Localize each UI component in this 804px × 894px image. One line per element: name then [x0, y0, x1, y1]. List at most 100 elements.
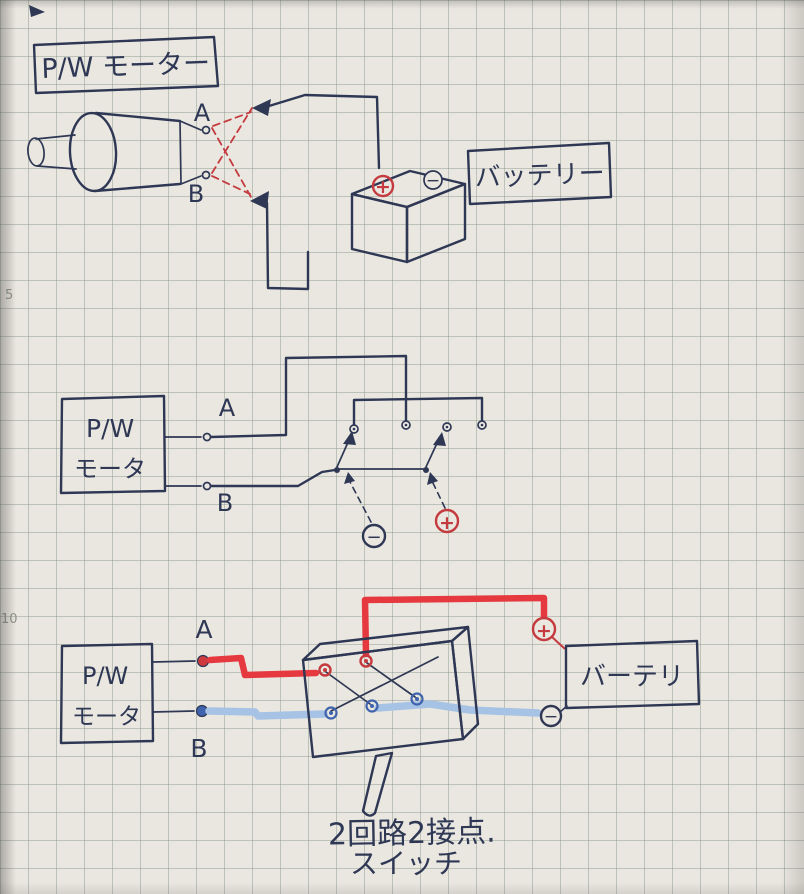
motor-label-line1: P/W [82, 662, 128, 690]
switch-terminal-red-1 [318, 663, 332, 677]
minus-terminal-circle [423, 170, 443, 190]
dashed-arrowhead-2 [427, 472, 438, 485]
battery-plus-symbol: + [531, 616, 566, 650]
plus-sign: + [536, 620, 552, 642]
battery-label: バーテリ [580, 662, 684, 692]
thick-blue-wire-to-battery [374, 700, 542, 717]
diagram-middle: P/W モータ A B [59, 354, 487, 549]
minus-sign: − [544, 707, 558, 727]
motor-shaft-bottom [36, 165, 77, 170]
minus-sign: − [366, 527, 381, 548]
motor-shaft-top [35, 134, 76, 140]
thick-red-wire-a [206, 654, 320, 679]
terminal-a-label: A [194, 99, 211, 127]
switch-terminal-red-2 [359, 654, 373, 668]
wiper-1-arm [336, 439, 350, 468]
battery-label: バッテリー [474, 159, 605, 194]
diagram-bottom: P/W モータ A B [59, 594, 701, 880]
battery-label-box [466, 141, 613, 206]
plus-symbol: + [434, 508, 460, 534]
diagram-top: P/W モーター A B [27, 35, 613, 291]
switch-terminal-blue-2-dot [370, 704, 374, 708]
switch-terminal-blue-3 [410, 692, 424, 706]
motor-cylinder-drawing [27, 111, 211, 193]
plus-link [551, 636, 566, 650]
plus-circle [434, 508, 460, 534]
thick-blue-wire-b [205, 707, 328, 720]
wire-upper-to-battery [267, 93, 381, 170]
switch-top-face [301, 625, 470, 662]
terminal-b-label: B [217, 489, 233, 517]
switch-terminal-blue-2 [365, 699, 379, 713]
margin-number-bottom: 10 [1, 612, 18, 627]
motor-box [59, 642, 155, 745]
motor-body-right [179, 120, 182, 185]
switch-terminal-blue-3-dot [415, 697, 419, 701]
battery-right-face [405, 182, 467, 264]
dashed-link-a-upper [212, 111, 252, 127]
wiper-2-pivot [423, 467, 429, 473]
terminal-a [202, 432, 212, 442]
switch-cross-wire-3 [325, 671, 371, 705]
connector-arrow-upper [252, 99, 271, 116]
motor-label-line2: モータ [74, 455, 146, 483]
plus-sign: + [375, 176, 391, 198]
motor-label: P/W モーター [41, 48, 211, 85]
dashed-link-b-lower [211, 175, 251, 195]
contact-4-dot [480, 423, 484, 427]
terminal-b-label: B [188, 180, 204, 208]
battery-minus-symbol: − [539, 704, 568, 728]
motor-body-top [94, 111, 182, 123]
switch-terminal-red-2-dot [364, 659, 368, 663]
motor-lead-a [179, 120, 202, 131]
connector-arrow-lower [250, 191, 269, 209]
switch-cross-wire-1 [330, 656, 439, 712]
corner-pen-mark [29, 5, 45, 17]
terminal-b [202, 481, 212, 491]
motor-lead-b [180, 175, 202, 185]
switch-lever [361, 751, 394, 817]
motor-label-line1: P/W [86, 414, 134, 443]
battery-front-face [350, 192, 409, 264]
wiper-2-arrowhead [433, 432, 446, 446]
margin-number-top: 5 [5, 288, 13, 303]
minus-circle [539, 704, 563, 728]
switch-terminal-blue-1 [324, 706, 338, 720]
wiper-1-pivot [334, 467, 340, 473]
wiper-2-arm [425, 440, 439, 468]
dashed-link-a-lower [211, 127, 252, 198]
switch-caption-line2: スイッチ [350, 847, 462, 880]
terminal-a-label: A [195, 615, 212, 644]
contact-2-dot [404, 423, 408, 427]
battery-3d-box [350, 169, 467, 264]
wire-inner-loop [352, 396, 484, 426]
wire-lower-to-battery [265, 201, 310, 291]
terminal-a-label: A [219, 394, 236, 422]
wire-b-to-wiper [209, 468, 337, 488]
contact-1-dot [352, 427, 356, 431]
lead-a [152, 660, 196, 663]
battery-label-box [564, 639, 701, 710]
motor-terminal-b [201, 170, 211, 180]
motor-label-box [32, 35, 220, 95]
switch-terminals [318, 654, 424, 720]
minus-sign: − [426, 171, 440, 191]
motor-body-bottom [93, 182, 182, 193]
lead-b [152, 710, 195, 713]
switch-wipers [334, 431, 446, 473]
switch-front-face [301, 639, 465, 759]
switch-3d-box [301, 625, 480, 817]
wire-a-outer-loop [209, 354, 408, 439]
dashed-arrowhead-1 [344, 472, 355, 484]
dashed-plus-to-wiper [431, 480, 446, 509]
switch-cross-wire-2 [366, 662, 416, 698]
thick-red-wire-to-battery [361, 594, 548, 658]
motor-terminal-a [201, 125, 211, 135]
battery-plus-terminal: + [371, 174, 395, 198]
motor-box [59, 394, 167, 495]
plus-sign: + [439, 512, 455, 534]
contact-3-dot [445, 425, 449, 429]
dashed-minus-to-wiper [348, 479, 372, 523]
terminal-a-red-dot [196, 654, 210, 668]
